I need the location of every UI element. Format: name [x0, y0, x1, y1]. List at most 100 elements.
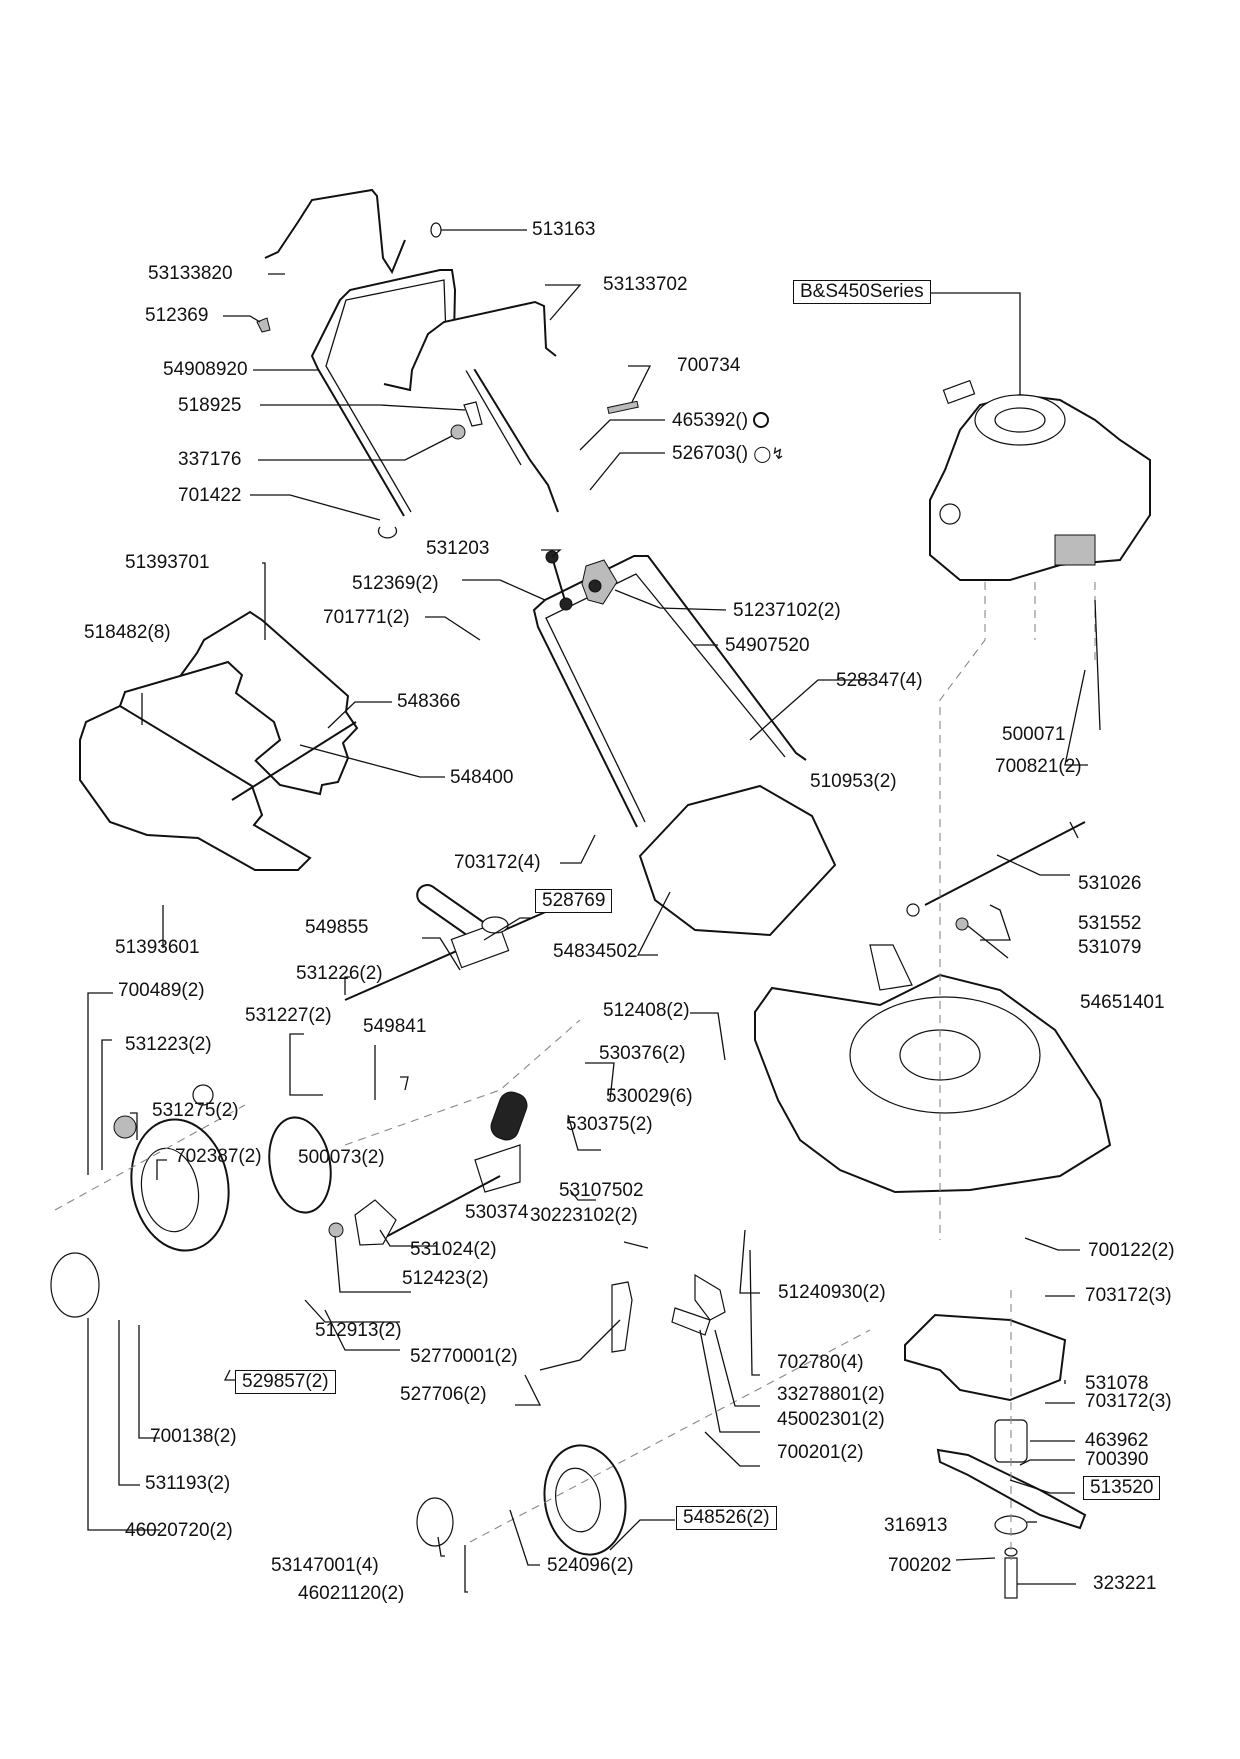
assembly-line: [344, 1019, 581, 1146]
label-531223: 531223(2): [125, 1034, 212, 1055]
label-528347: 528347(4): [836, 670, 923, 691]
upper-bail-53133820: [264, 188, 406, 275]
label-337176: 337176: [178, 449, 242, 470]
label-531193: 531193(2): [145, 1473, 231, 1494]
washer-510953: [906, 903, 920, 917]
gearbox-549841: [344, 909, 551, 1001]
label-548526: 548526(2): [676, 1506, 777, 1530]
rear-wheel-529857: [130, 1118, 230, 1252]
nut-512369: [256, 317, 271, 333]
label-30223102: 30223102(2): [530, 1205, 638, 1226]
label-51393701: 51393701: [125, 552, 210, 573]
label-531079: 531079: [1078, 937, 1142, 958]
gear-cover-512423: [268, 1116, 332, 1214]
adapter-531078: [904, 1313, 1067, 1402]
plate-53107502: [474, 1144, 521, 1193]
label-703172-4: 703172(4): [454, 852, 541, 873]
deck-54651401: [754, 944, 1112, 1194]
engine-b-s-450-series: [929, 379, 1151, 581]
label-46020720: 46020720(2): [125, 1520, 233, 1541]
label-54834502: 54834502: [553, 941, 638, 962]
knob-hole: [588, 579, 602, 593]
label-531275: 531275(2): [152, 1100, 239, 1121]
label-500073: 500073(2): [298, 1147, 385, 1168]
clip-701422: [377, 526, 398, 539]
label-524096: 524096(2): [547, 1555, 634, 1576]
label-701422: 701422: [178, 485, 242, 506]
assembly-line: [1034, 582, 1096, 660]
label-549855: 549855: [305, 917, 369, 938]
grip-53107502: [490, 1091, 528, 1141]
label-512369: 512369: [145, 305, 209, 326]
label-512408: 512408(2): [603, 1000, 690, 1021]
label-53147001: 53147001(4): [271, 1555, 379, 1576]
label-323221: 323221: [1093, 1573, 1157, 1594]
washer-531079: [955, 917, 969, 931]
bracket-531024: [354, 1199, 397, 1246]
label-33278801: 33278801(2): [777, 1384, 885, 1405]
label-518925: 518925: [178, 395, 242, 416]
rod-530374: [379, 1175, 501, 1241]
label-531078: 531078: [1085, 1373, 1149, 1394]
lower-handle-54907520: [532, 555, 807, 828]
label-510953: 510953(2): [810, 771, 897, 792]
segment-33278801: [694, 1273, 726, 1321]
label-316913: 316913: [884, 1515, 948, 1536]
label-530029: 530029(6): [606, 1086, 693, 1107]
label-512369-2: 512369(2): [352, 573, 439, 594]
label-531026: 531026: [1078, 873, 1142, 894]
label-531226: 531226(2): [296, 963, 383, 984]
label-51240930: 51240930(2): [778, 1282, 886, 1303]
label-700489: 700489(2): [118, 980, 205, 1001]
hubcap-46021120: [416, 1497, 454, 1547]
label-703172-3a: 703172(3): [1085, 1285, 1172, 1306]
nut-337176: [450, 424, 466, 440]
label-530374: 530374: [465, 1202, 529, 1223]
label-53133820: 53133820: [148, 263, 233, 284]
part-number: 526703(): [672, 443, 749, 464]
hubcap-46020720: [50, 1252, 100, 1318]
rod-548400: [231, 721, 357, 801]
assembly-line: [939, 582, 986, 1240]
label-700390: 700390: [1085, 1449, 1149, 1470]
label-531227: 531227(2): [245, 1005, 332, 1026]
label-51393601: 51393601: [115, 937, 200, 958]
label-700138: 700138(2): [150, 1426, 237, 1447]
label-703172-3b: 703172(3): [1085, 1391, 1172, 1412]
label-700821: 700821(2): [995, 756, 1082, 777]
label-700734: 700734: [677, 355, 741, 376]
label-526703: 526703() ◯↯: [672, 443, 785, 466]
lever-end: [559, 597, 573, 611]
label-53107502: 53107502: [559, 1180, 644, 1201]
rear-flap-54834502: [638, 784, 837, 937]
label-527706: 527706(2): [400, 1384, 487, 1405]
label-53133702: 53133702: [603, 274, 688, 295]
label-702780: 702780(4): [777, 1352, 864, 1373]
label-512423: 512423(2): [402, 1268, 489, 1289]
label-54907520: 54907520: [725, 635, 810, 656]
engine-stop-icon: ◯↯: [753, 446, 785, 463]
label-528769: 528769: [535, 889, 613, 913]
label-51237102: 51237102(2): [733, 600, 841, 621]
label-701771: 701771(2): [323, 607, 410, 628]
label-531203: 531203: [426, 538, 490, 559]
washer-531024: [328, 1222, 344, 1238]
bail-53133702: [383, 300, 557, 392]
axle-531026: [924, 821, 1086, 906]
plate-45002301: [671, 1307, 711, 1336]
screw-700734: [607, 400, 639, 415]
bolt-323221: [1004, 1557, 1018, 1599]
assembly-line: [469, 1329, 871, 1543]
engine-label: B&S450Series: [793, 280, 931, 304]
washer-513163: [430, 222, 442, 238]
label-500071: 500071: [1002, 724, 1066, 745]
pinion-531275: [113, 1115, 137, 1139]
label-529857: 529857(2): [235, 1370, 336, 1394]
lever-52770001: [611, 1281, 633, 1353]
part-number: 465392(): [672, 410, 749, 431]
label-54908920: 54908920: [163, 359, 248, 380]
label-463962: 463962: [1085, 1430, 1149, 1451]
label-700202: 700202: [888, 1555, 952, 1576]
label-548366: 548366: [397, 691, 461, 712]
